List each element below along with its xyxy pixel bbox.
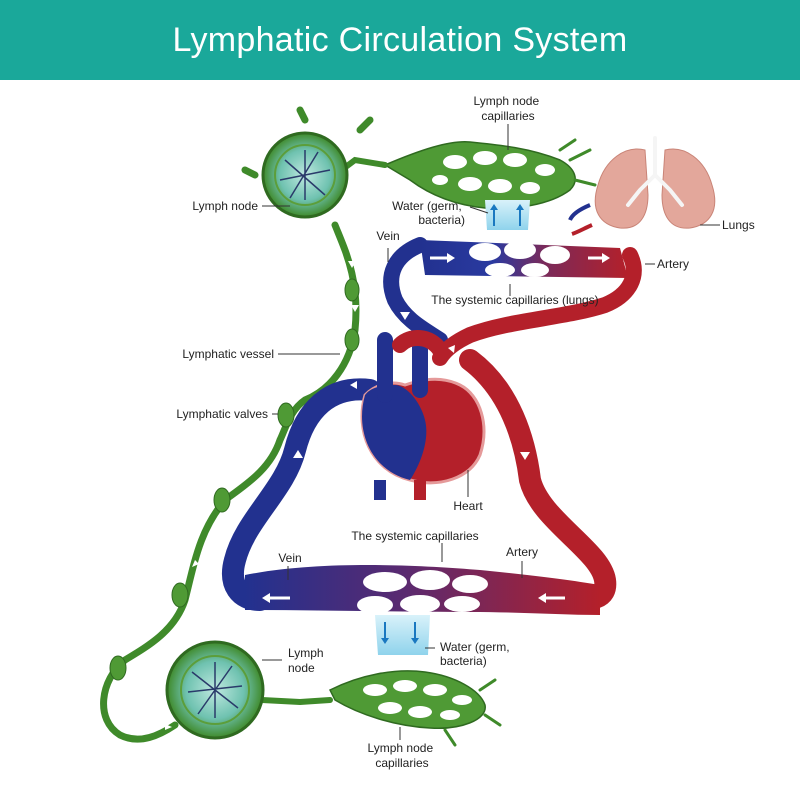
label-heart: Heart <box>453 499 483 513</box>
label-systemic-capillaries: The systemic capillaries <box>351 529 478 543</box>
label-lymph-node-capillaries-bottom: Lymph node capillaries <box>368 741 437 770</box>
label-vein-top: Vein <box>376 229 399 243</box>
systemic-capillary-bed <box>245 565 600 615</box>
label-lymphatic-vessel: Lymphatic vessel <box>182 347 274 361</box>
label-water-top: Water (germ, bacteria) <box>392 199 465 227</box>
title-banner: Lymphatic Circulation System <box>0 0 800 80</box>
lymphatic-valves <box>109 278 360 681</box>
label-lungs: Lungs <box>722 218 755 232</box>
pulmonary-circulation <box>383 237 642 366</box>
lymph-node-top <box>261 131 349 219</box>
lymph-node-capillaries-top <box>332 138 597 210</box>
labels: Lymph node Lymph node capillaries Water … <box>176 94 754 770</box>
label-artery-top: Artery <box>657 257 689 271</box>
water-exchange-top <box>485 200 530 230</box>
lungs <box>568 136 716 236</box>
circulation-diagram: Lymph node Lymph node capillaries Water … <box>100 94 755 770</box>
page-title: Lymphatic Circulation System <box>172 21 628 59</box>
label-lymphatic-valves: Lymphatic valves <box>176 407 268 421</box>
label-systemic-capillaries-lungs: The systemic capillaries (lungs) <box>431 293 598 307</box>
systemic-circulation <box>222 349 617 611</box>
water-exchange-bottom <box>375 615 430 655</box>
lymph-flow-arrows <box>145 261 359 730</box>
heart <box>360 330 486 500</box>
label-lymph-node-top: Lymph node <box>192 199 258 213</box>
label-lymph-node-bottom: Lymph node <box>288 646 327 675</box>
lymph-node-bottom <box>165 640 265 740</box>
label-vein-bottom: Vein <box>278 551 301 565</box>
blood-flow-arrows <box>293 312 530 460</box>
label-lymph-node-capillaries-top: Lymph node capillaries <box>474 94 543 123</box>
leader-lines <box>262 124 720 740</box>
label-artery-bottom: Artery <box>506 545 538 559</box>
label-water-bottom: Water (germ, bacteria) <box>440 640 513 668</box>
lymph-node-capillaries-bottom <box>259 670 502 747</box>
